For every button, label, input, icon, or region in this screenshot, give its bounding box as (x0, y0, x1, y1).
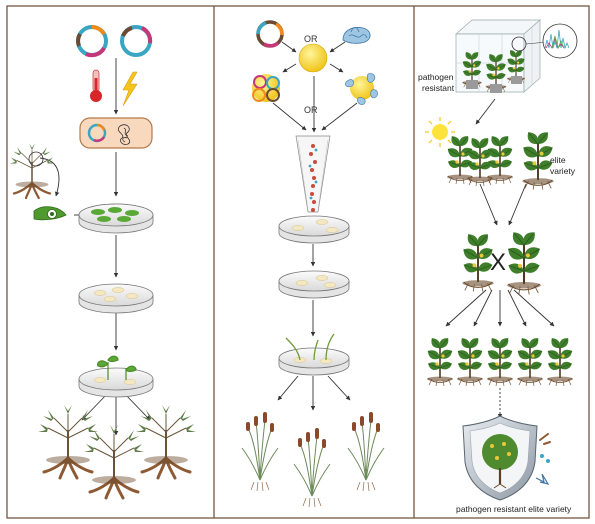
or-label-middle: OR (304, 105, 318, 115)
plasmid-icon (120, 25, 153, 57)
plant-icon (486, 134, 514, 184)
shield-icon (462, 415, 538, 501)
elite-variety-label-2: variety (550, 166, 576, 176)
petri-dish-icon (78, 203, 154, 234)
petri-dish-icon (278, 333, 350, 376)
plant-icon (241, 411, 279, 492)
or-label-top: OR (304, 34, 318, 44)
arrows-panel-3 (445, 98, 555, 419)
panel-particle-bombardment: OR OR (241, 20, 385, 508)
plasmid-icon (76, 25, 108, 58)
panel-agrobacterium-transformation (8, 25, 198, 500)
plant-icon (546, 336, 574, 386)
elite-variety-label-1: elite (550, 155, 566, 165)
plant-icon (486, 336, 514, 386)
petri-dish-icon (78, 283, 154, 314)
petri-dish-icon (278, 270, 350, 299)
pathogen-icons (535, 433, 551, 485)
plant-icon (293, 427, 331, 508)
greenhouse-icon (455, 19, 548, 93)
gene-gun-icon (295, 135, 331, 213)
petri-dish-icon (78, 355, 154, 398)
pathogen-resistant-label-2: resistant (422, 83, 455, 93)
plant-icon (516, 336, 544, 386)
cross-symbol: X (490, 249, 506, 276)
bacterium-icon (79, 117, 153, 149)
panel-breeding: pathogen resistant (418, 19, 578, 514)
plant-icon (134, 403, 198, 480)
gold-particle-icon (298, 43, 328, 73)
sequencing-chart-icon (542, 23, 578, 59)
zoom-circle (28, 151, 44, 167)
final-caption: pathogen resistant elite variety (456, 504, 572, 514)
petri-dish-icon (278, 215, 350, 244)
plant-icon (36, 403, 100, 480)
plasmid-icon (256, 20, 284, 48)
plant-icon (347, 411, 385, 492)
protein-icon (342, 27, 371, 44)
lightning-icon (122, 71, 138, 107)
coated-gold-icon (252, 74, 280, 102)
thermometer-icon (90, 69, 102, 102)
plant-icon (505, 229, 542, 294)
pathogen-resistant-label-1: pathogen (418, 72, 454, 82)
source-plant-icon (8, 142, 56, 200)
figure-frame (6, 5, 590, 519)
sun-icon (425, 117, 455, 147)
plant-icon (426, 336, 454, 386)
coated-protein-icon (345, 73, 378, 105)
plant-icon (82, 423, 146, 500)
plant-icon (456, 336, 484, 386)
arrows-panel-2 (272, 41, 358, 411)
